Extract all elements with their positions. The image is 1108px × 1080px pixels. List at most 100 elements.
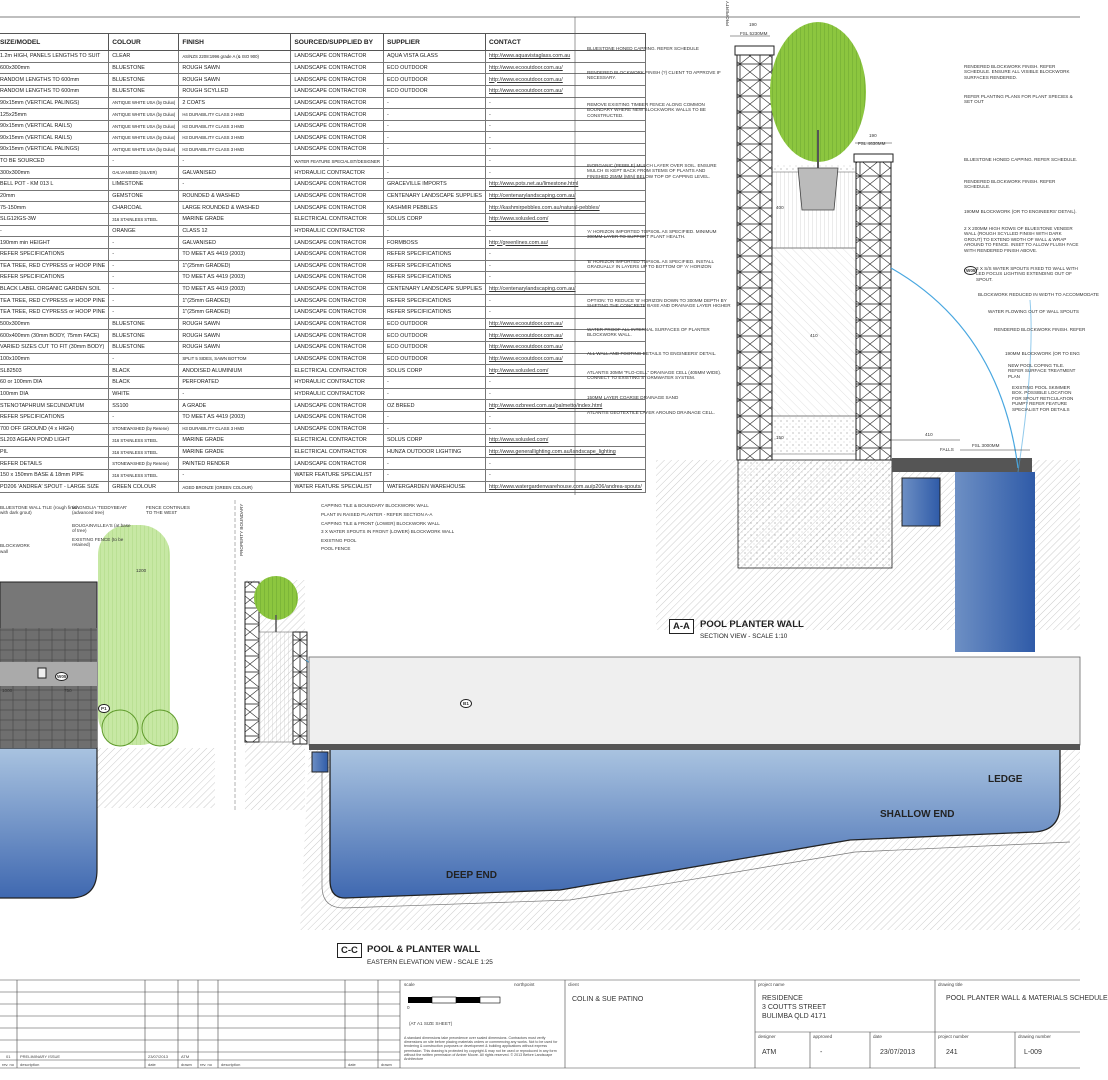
aa-left-note-10: 150mm LAYER COARSE DRAINAGE SAND [587,395,679,400]
schedule-header-0: SIZE/MODEL [0,33,110,51]
cc-left-stone-wall [0,628,97,748]
aa-tree-canopy [770,22,866,162]
cc-dim-750: 750 [64,688,72,693]
schedule-row: 600x400mm (30mm BODY, 75mm FACE)BLUESTON… [0,329,646,343]
aa-front-capping [853,153,894,163]
schedule-cell[interactable]: http://www.pots.net.au/limestone.html [485,178,646,191]
schedule-cell: LANDSCAPE CONTRACTOR [290,201,384,214]
tb-scale-zero: 0 [407,1005,410,1010]
cc-left-note-2: BOUGAINVILLEA'S (at base of tree) [72,523,131,534]
schedule-cell: ROUNDED & WASHED [178,189,292,203]
schedule-row: TEA TREE, RED CYPRESS or HOOP PINE-1"(25… [0,259,646,273]
aa-left-note-4: 'A' HORIZON IMPORTED TOPSOIL AS SPECIFIE… [587,229,717,240]
rev-header-4: rev. no [200,1062,212,1067]
rev-date: 23/07/2013 [148,1054,169,1059]
cc-left-note-5: BLOCKWORK [0,543,30,548]
cc-b1-tag: B1 [460,699,472,709]
schedule-cell: - [485,224,646,238]
schedule-cell: - [0,224,110,238]
aa-left-note-9: ATLANTIS 30mm "FLO-CELL" DRAINAGE CELL (… [587,370,722,381]
tb-client-label: client [568,982,579,987]
cc-dim-1200: 1200 [136,568,147,573]
schedule-cell: AQUA VISTA GLASS [382,50,487,63]
section-cc-drawing [0,500,1081,930]
rev-header-5: description [221,1062,241,1067]
tb-designer-label: designer [758,1034,776,1039]
aa-back-wall [736,54,773,461]
aa-left-note-0: BLUESTONE HONED CAPPING. REFER SCHEDULE [587,46,699,51]
schedule-cell: H3 DURABILITY CLASS 3 HMD [178,143,292,156]
cc-shallow-label: SHALLOW END [880,809,955,820]
schedule-row: 90x15mm (VERTICAL PALINGS)ANTIQUE WHITE … [0,96,646,110]
cc-dim-1000: 1000 [2,688,13,693]
aa-dim-410: 410 [810,333,818,338]
schedule-cell: ANTIQUE WHITE USA (by Dulux) [108,119,180,133]
aa-right-note-11: NEW POOL COPING TILE. REFER SURFACE TREA… [1008,363,1076,379]
schedule-cell: 90x15mm (VERTICAL RAILS) [0,119,110,133]
aa-dim-400: 400 [776,205,784,210]
rev-drawn: ATM [181,1054,190,1059]
cc-pool-coping [309,744,1080,750]
schedule-cell[interactable]: http://www.watergardenwarehouse.com.au/p… [485,480,646,494]
schedule-header-1: COLOUR [108,33,180,51]
schedule-cell: - [178,178,292,191]
aa-right-note-7: BLOCKWORK REDUCED IN WIDTH TO ACCOMMODAT… [978,292,1099,297]
aa-skimmer [901,477,941,527]
cc-planter-soil [258,631,294,743]
schedule-cell: 90x15mm (VERTICAL RAILS) [0,131,110,145]
tb-project-number: 241 [946,1049,958,1056]
schedule-cell[interactable]: http://greenlines.com.au/ [485,236,646,249]
schedule-cell: - [485,143,646,156]
schedule-row: REFER SPECIFICATIONS-TO MEET AS 4419 (20… [0,410,646,424]
cc-left-note-3: EXISTING FENCE (to be retained) [72,537,124,548]
schedule-cell[interactable]: http://www.solusled.com/ [485,212,646,226]
schedule-cell: - [382,166,487,180]
aa-pool-coping [892,458,1032,472]
schedule-header-5: CONTACT [485,33,646,51]
aa-right-note-9: RENDERED BLOCKWORK FINISH. REFER [994,327,1086,332]
schedule-cell: 90x15mm (VERTICAL PALINGS) [0,143,110,156]
aa-dim-190-mid: 190 [869,133,877,138]
cc-note-1: PLANT IN RAISED PLANTER - REFER SECTION … [321,512,433,517]
schedule-cell: KASHMIR PEBBLES [382,201,487,214]
aa-back-capping [734,45,775,56]
aa-right-note-0: RENDERED BLOCKWORK FINISH. REFER SCHEDUL… [964,64,1070,80]
schedule-cell: - [485,131,646,145]
tb-project-line-2: 3 COUTTS STREET [762,1004,827,1011]
cc-left-note-6: wall [0,549,8,554]
cc-pool-water [330,750,1060,898]
tb-scale-note: (AT A1 SIZE SHEET) [409,1021,453,1026]
schedule-cell: AS/NZS 2208:1996 grade A (& ISO 900) [178,50,292,63]
schedule-cell: LARGE ROUNDED & WASHED [178,201,292,214]
schedule-cell: GALVANISED (SILVER) [108,166,180,180]
schedule-cell: 316 STAINLESS STEEL [108,212,180,226]
cc-p1-tag: P1 [98,704,110,714]
cc-shrub-2 [141,709,179,747]
aa-left-note-5: 'B' HORIZON IMPORTED TOPSOIL AS SPECIFIE… [587,259,714,270]
rev-no: 01 [6,1054,11,1059]
schedule-cell: HYDRAULIC CONTRACTOR [290,224,384,238]
cc-front-wall [292,631,308,745]
aa-right-note-2: BLUESTONE HONED CAPPING. REFER SCHEDULE. [964,157,1078,162]
cc-pool-left-water [0,748,97,898]
tb-project-number-label: project number [938,1034,969,1039]
tb-client: COLIN & SUE PATINO [572,996,644,1003]
schedule-cell[interactable]: http://kashmirpebbles.com.au/natural-peb… [485,201,646,214]
schedule-cell[interactable]: http://www.aquavistaglass.com.au [485,50,646,63]
schedule-cell[interactable]: http://centenarylandscaping.com.au/ [485,189,646,203]
aa-planter-soil-b [771,247,857,417]
cc-ledge-label: LEDGE [988,774,1023,785]
schedule-cell: ANTIQUE WHITE USA (by Dulux) [108,131,180,145]
aa-left-note-3: INORGANIC (PEBBLE) MULCH LAYER OVER SOIL… [587,163,717,179]
tb-northpoint-label: northpoint [514,982,535,987]
schedule-cell: HYDRAULIC CONTRACTOR [290,166,384,180]
aa-left-note-7: WATER PROOF ALL INTERNAL SURFACES OF PLA… [587,327,710,338]
cc-w05-tag: W05 [55,672,69,682]
